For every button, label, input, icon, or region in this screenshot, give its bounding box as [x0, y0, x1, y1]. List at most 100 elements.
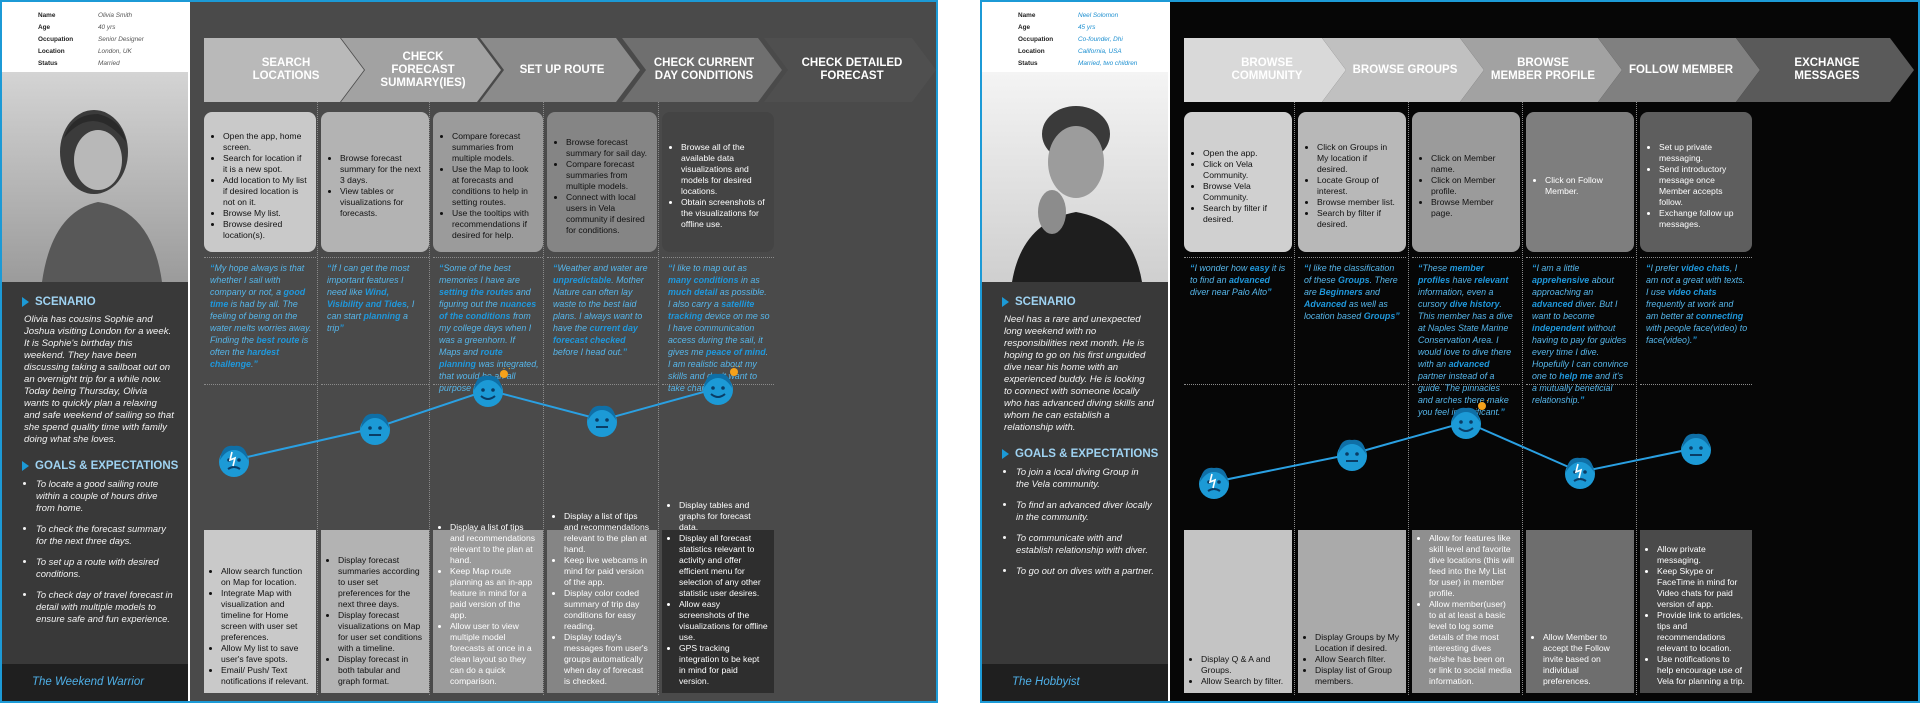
action-item: Browse member list. [1317, 197, 1398, 208]
column-divider [317, 102, 318, 695]
action-item: Browse forecast summary for the next 3 d… [340, 153, 421, 186]
action-item: Use the tooltips with recommendations if… [452, 208, 535, 241]
stage-label: CHECK DETAILED FORECAST [801, 57, 903, 82]
happy-face-icon [696, 365, 742, 410]
action-list: Click on Member name.Click on Member pro… [1420, 153, 1512, 219]
persona-name: The Hobbyist [982, 664, 1168, 701]
info-value: Senior Designer [98, 36, 144, 43]
action-card: Click on Follow Member. [1526, 112, 1634, 252]
opportunity-item: Display list of Group members. [1315, 665, 1400, 687]
stage-label: SEARCH LOCATIONS [252, 57, 320, 82]
action-list: Browse all of the available data visuali… [670, 142, 766, 230]
action-item: Search for location if it is a new spot. [223, 153, 308, 175]
scenario-text: Neel has a rare and unexpected long week… [1004, 314, 1154, 433]
action-card: Browse forecast summary for the next 3 d… [321, 112, 429, 252]
action-card: Click on Member name.Click on Member pro… [1412, 112, 1520, 252]
opportunity-item: Email/ Push/ Text notifications if relev… [221, 665, 310, 687]
journey-column-2: Click on Groups in My location if desire… [1298, 112, 1406, 693]
opportunity-list: Display Q & A and Groups.Allow Search by… [1190, 654, 1286, 687]
opportunity-list: Display a list of tips and recommendatio… [439, 522, 537, 687]
quote-text: “I like the classification of these Grou… [1298, 257, 1406, 385]
action-item: Browse Member page. [1431, 197, 1512, 219]
quote-text: “If I can get the most important feature… [321, 257, 429, 385]
happy-face-icon [1444, 399, 1490, 444]
opportunity-item: Display today's messages from user's gro… [564, 632, 651, 687]
stage-1: BROWSE COMMUNITY [1184, 38, 1346, 102]
info-label: Age [38, 24, 51, 31]
journey-column-4: Click on Follow Member.“I am a little ap… [1526, 112, 1634, 693]
woman-portrait-photo [2, 72, 188, 282]
column-divider [543, 102, 544, 695]
action-item: Click on Follow Member. [1545, 175, 1626, 197]
action-item: Search by filter if desired. [1317, 208, 1398, 230]
info-label: Occupation [38, 36, 74, 43]
column-divider [1408, 102, 1409, 695]
action-item: Click on Groups in My location if desire… [1317, 142, 1398, 175]
worried-face-icon [212, 438, 256, 482]
info-label: Occupation [1018, 36, 1054, 43]
opportunity-item: Keep Skype or FaceTime in mind for Video… [1657, 566, 1746, 610]
action-card: Browse forecast summary for sail day.Com… [547, 112, 657, 252]
goal-item: To go out on dives with a partner. [1016, 565, 1154, 577]
opportunity-item: Allow easy screenshots of the visualizat… [679, 599, 768, 643]
info-label: Name [38, 12, 56, 19]
stage-label: EXCHANGE MESSAGES [1794, 57, 1860, 82]
stage-label: CHECK CURRENT DAY CONDITIONS [653, 57, 755, 82]
action-item: Connect with local users in Vela communi… [566, 192, 649, 236]
action-item: Send introductory message once Member ac… [1659, 164, 1744, 208]
stage-5: EXCHANGE MESSAGES [1736, 38, 1914, 102]
column-divider [1522, 102, 1523, 695]
opportunity-list: Allow search function on Map for locatio… [210, 566, 310, 687]
opportunity-item: Display Groups by My Location if desired… [1315, 632, 1400, 654]
opportunity-item: Display a list of tips and recommendatio… [450, 522, 537, 566]
action-item: Locate Group of interest. [1317, 175, 1398, 197]
action-list: Open the app, home screen.Search for loc… [212, 131, 308, 241]
opportunity-item: Display a list of tips and recommendatio… [564, 511, 651, 555]
action-card: Open the app.Click on Vela Community.Bro… [1184, 112, 1292, 252]
neutral-face-icon [1330, 432, 1374, 476]
info-label: Name [1018, 12, 1036, 19]
action-item: Click on Member profile. [1431, 175, 1512, 197]
worried-face-icon [1192, 460, 1236, 504]
column-divider [658, 102, 659, 695]
info-value: Neel Solomon [1078, 12, 1119, 19]
action-list: Browse forecast summary for sail day.Com… [555, 137, 649, 236]
opportunity-card: Display Q & A and Groups.Allow Search by… [1184, 530, 1292, 693]
action-item: Obtain screenshots of the visualizations… [681, 197, 766, 230]
opportunity-item: Display Q & A and Groups. [1201, 654, 1286, 676]
quote-text: “My hope always is that whether I sail w… [204, 257, 316, 385]
action-item: View tables or visualizations for foreca… [340, 186, 421, 219]
action-item: Open the app. [1203, 148, 1284, 159]
opportunity-list: Allow for features like skill level and … [1418, 533, 1514, 687]
stage-label: FOLLOW MEMBER [1628, 63, 1734, 76]
opportunity-list: Allow Member to accept the Follow invite… [1532, 632, 1628, 687]
goal-item: To check the forecast summary for the ne… [36, 523, 174, 547]
goal-item: To find an advanced diver locally in the… [1016, 499, 1154, 523]
worried-face-icon [1558, 450, 1602, 494]
opportunity-card: Allow search function on Map for locatio… [204, 530, 316, 693]
goal-item: To locate a good sailing route within a … [36, 478, 174, 514]
journey-column-5: Browse all of the available data visuali… [662, 112, 774, 693]
opportunity-card: Display a list of tips and recommendatio… [433, 522, 543, 693]
info-label: Age [1018, 24, 1031, 31]
stage-3: BROWSE MEMBER PROFILE [1460, 38, 1622, 102]
stage-2: BROWSE GROUPS [1322, 38, 1484, 102]
action-list: Click on Groups in My location if desire… [1306, 142, 1398, 230]
quote-text: “I prefer video chats, I am not a great … [1640, 257, 1752, 385]
action-item: Open the app, home screen. [223, 131, 308, 153]
stage-1: SEARCH LOCATIONS [204, 38, 364, 102]
info-label: Location [38, 48, 65, 55]
scenario-title: SCENARIO [35, 296, 96, 308]
opportunity-item: Display forecast in both tabular and gra… [338, 654, 423, 687]
action-item: Set up private messaging. [1659, 142, 1744, 164]
action-list: Compare forecast summaries from multiple… [441, 131, 535, 241]
goal-item: To set up a route with desired condition… [36, 556, 174, 580]
journey-column-3: Compare forecast summaries from multiple… [433, 112, 543, 693]
stage-4: CHECK CURRENT DAY CONDITIONS [622, 38, 782, 102]
stage-label: BROWSE MEMBER PROFILE [1490, 57, 1596, 82]
opportunity-card: Display Groups by My Location if desired… [1298, 530, 1406, 693]
action-item: Compare forecast summaries from multiple… [566, 159, 649, 192]
